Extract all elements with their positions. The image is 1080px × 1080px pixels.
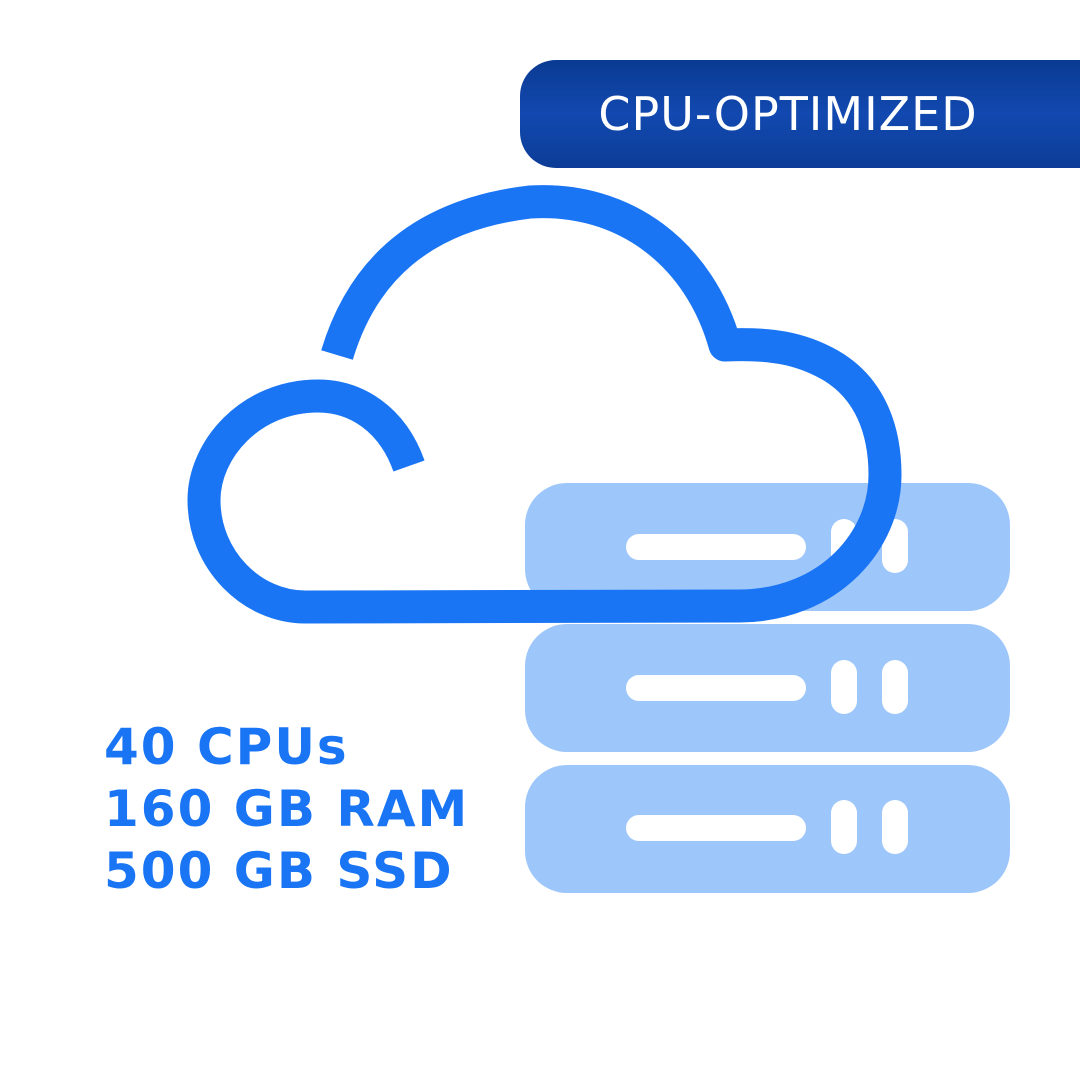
badge-label: CPU-OPTIMIZED <box>598 87 978 141</box>
server-stack-icon <box>525 483 1010 893</box>
spec-list: 40 CPUs 160 GB RAM 500 GB SSD <box>104 716 469 902</box>
spec-storage: 500 GB SSD <box>104 842 454 900</box>
spec-ram: 160 GB RAM <box>104 780 470 838</box>
server-unit <box>525 624 1010 752</box>
cpu-optimized-badge: CPU-OPTIMIZED <box>520 60 1080 168</box>
server-unit <box>525 765 1010 893</box>
cloud-icon <box>187 185 902 624</box>
spec-cpus: 40 CPUs <box>104 718 349 776</box>
